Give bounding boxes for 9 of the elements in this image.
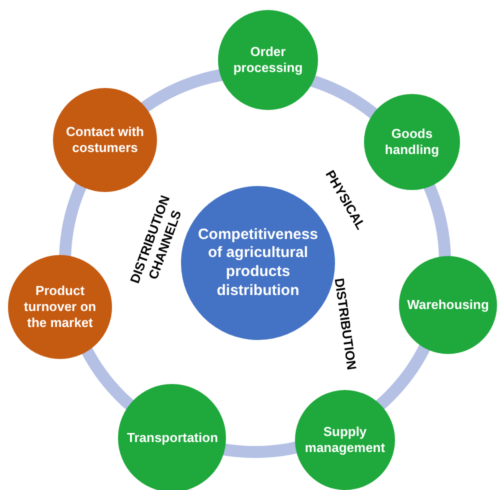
node-label: Warehousing bbox=[406, 296, 490, 314]
rotated-label: DISTRIBUTION bbox=[330, 276, 360, 373]
node-label: Competitiveness of agricultural products distribution bbox=[196, 226, 320, 300]
node-label: Goods handling bbox=[384, 126, 440, 158]
node-label: Order processing bbox=[232, 44, 304, 76]
node-label: Product turnover on the market bbox=[22, 282, 98, 332]
node-label: Transportation bbox=[126, 430, 220, 446]
node-label: Supply management bbox=[304, 424, 386, 456]
node-label: Contact with costumers bbox=[65, 124, 145, 156]
